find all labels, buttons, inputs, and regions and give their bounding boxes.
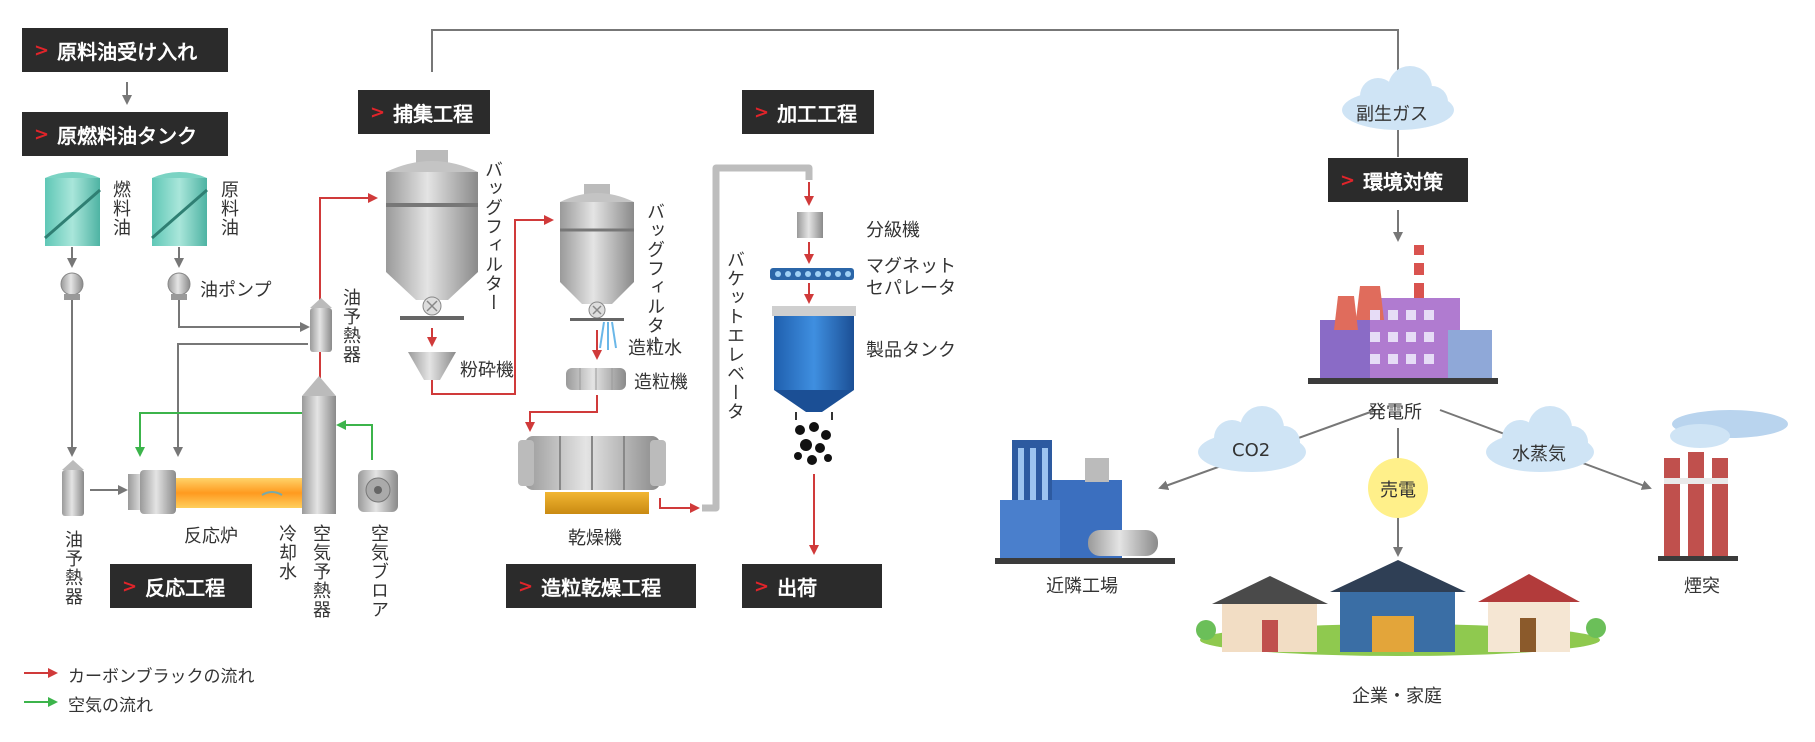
crusher-label: 粉砕機 (460, 360, 514, 381)
raw-oil-label: 原料油 (218, 180, 239, 237)
byproduct-gas-cloud-icon (1342, 66, 1454, 130)
byproduct-gas-label: 副生ガス (1356, 104, 1428, 125)
nearby-factory-icon (995, 440, 1175, 564)
co2-label: CO2 (1232, 440, 1271, 461)
stage-shipping: >出荷 (742, 564, 882, 608)
bucket-elevator-pipe (702, 164, 813, 512)
stage-reaction: >反応工程 (110, 564, 252, 608)
air-blower-icon (358, 470, 398, 512)
chevron-right-icon: > (370, 101, 386, 123)
power-plant-label: 発電所 (1368, 402, 1422, 423)
fuel-oil-label: 燃料油 (110, 180, 131, 237)
air-preheater-label: 空気予熱器 (310, 524, 331, 619)
bag-filter-2-label: バッグフィルター (644, 202, 665, 354)
legend-air-flow: 空気の流れ (68, 696, 153, 716)
bucket-elevator-label: バケットエレベータ (724, 250, 745, 421)
bag-filter-1-label: バッグフィルター (482, 160, 503, 312)
carbon-pellets-icon (794, 422, 832, 465)
power-plant-icon (1308, 245, 1498, 384)
companies-homes-label: 企業・家庭 (1352, 686, 1442, 707)
oil-preheater-left-label: 油予熱器 (62, 530, 83, 606)
byproduct-gas-line (431, 29, 1399, 88)
fuel-oil-tank-icon (44, 172, 101, 246)
classifier-label: 分級機 (866, 220, 920, 241)
chimney-label: 煙突 (1684, 576, 1720, 597)
steam-label: 水蒸気 (1512, 444, 1566, 465)
carbon-flow-to-bagfilter2 (431, 215, 554, 395)
chimney-icon (1658, 410, 1788, 561)
chevron-right-icon: > (754, 575, 770, 597)
legend-carbon-flow: カーボンブラックの流れ (68, 667, 255, 687)
crusher-icon (408, 352, 456, 380)
reactor-label: 反応炉 (184, 526, 238, 547)
fuel-pump-icon (60, 272, 84, 296)
air-flow-to-reactor (135, 412, 307, 457)
air-blower-label: 空気ブロア (368, 524, 389, 619)
oil-preheater-left-icon (62, 460, 84, 516)
dryer-label: 乾燥機 (568, 528, 622, 549)
steam-cloud-icon (1486, 406, 1594, 472)
chevron-right-icon: > (1340, 169, 1356, 191)
bag-filter-2-icon (560, 184, 634, 321)
arrow-pump-top-preheater (178, 300, 310, 332)
stage-granulation: >造粒乾燥工程 (506, 564, 696, 608)
air-flow-blower (336, 420, 373, 460)
arrow-preheater-reactor (173, 343, 308, 457)
dryer-icon (518, 436, 666, 514)
oil-pump-label: 油ポンプ (200, 280, 272, 301)
classifier-icon (797, 212, 823, 238)
cooling-water-label: 冷却水 (276, 524, 297, 581)
nearby-factory-label: 近隣工場 (1046, 576, 1118, 597)
oil-preheater-top-icon (310, 298, 332, 352)
companies-homes-icon (1196, 560, 1606, 656)
stage-processing: >加工工程 (742, 90, 874, 134)
product-tank-icon (772, 306, 856, 420)
stage-receiving: >原料油受け入れ (22, 28, 228, 72)
bag-filter-1-icon (386, 150, 478, 320)
granulating-water-label: 造粒水 (628, 338, 682, 359)
magnet-separator-icon (770, 268, 854, 280)
granulator-label: 造粒機 (634, 372, 688, 393)
oil-pump-icon (167, 272, 191, 296)
carbon-flow-to-elevator (659, 498, 700, 513)
product-tank-label: 製品タンク (866, 340, 956, 361)
granulator-icon (566, 368, 626, 390)
air-preheater-icon (302, 376, 336, 514)
chevron-right-icon: > (518, 575, 534, 597)
granulating-water-icon (599, 321, 617, 350)
co2-cloud-icon (1198, 406, 1306, 472)
carbon-flow-to-dryer (525, 395, 598, 432)
raw-oil-tank-icon (151, 172, 208, 246)
oil-preheater-top-label: 油予熱器 (340, 288, 361, 364)
chevron-right-icon: > (34, 123, 50, 145)
magnet-separator-label-1: マグネット (866, 256, 956, 277)
magnet-separator-label-2: セパレータ (866, 278, 956, 299)
chevron-right-icon: > (34, 39, 50, 61)
stage-environment: >環境対策 (1328, 158, 1468, 202)
stage-collection: >捕集工程 (358, 90, 490, 134)
stage-tank: >原燃料油タンク (22, 112, 228, 156)
electricity-sun-icon (1368, 458, 1428, 518)
chevron-right-icon: > (122, 575, 138, 597)
electricity-label: 売電 (1380, 480, 1416, 501)
chevron-right-icon: > (754, 101, 770, 123)
reactor-icon (128, 470, 310, 514)
